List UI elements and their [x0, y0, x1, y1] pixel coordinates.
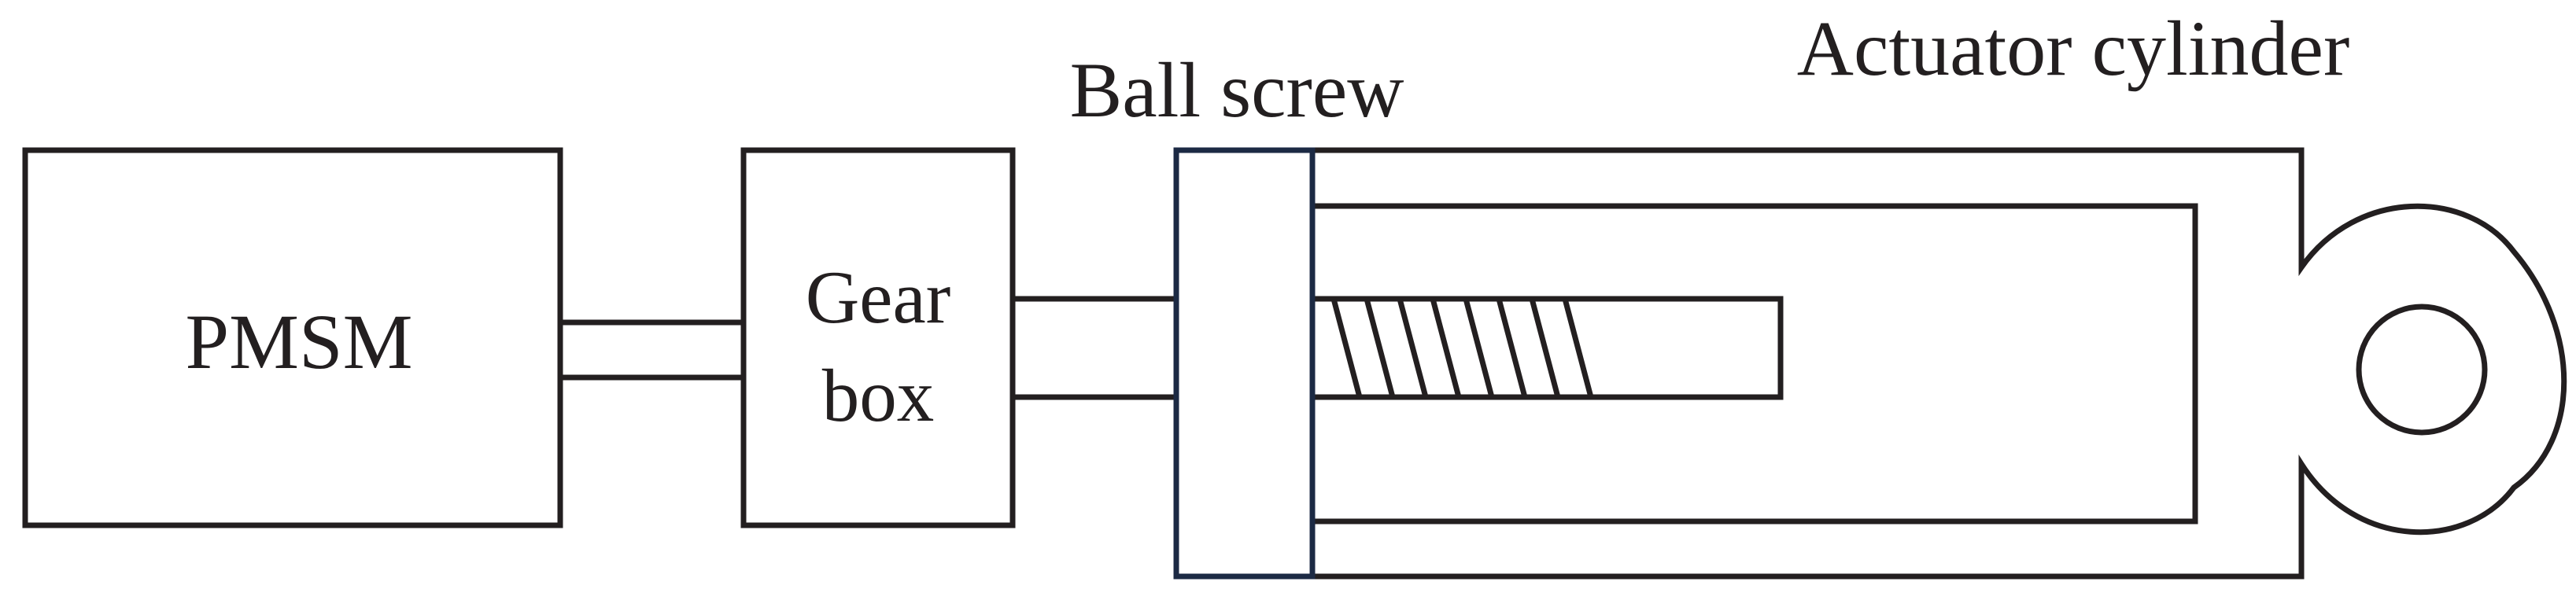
screw-input-shaft	[1013, 296, 1176, 400]
thread-line	[1562, 298, 1594, 398]
thread-line	[1463, 298, 1495, 398]
pmsm-block: PMSM	[22, 147, 563, 528]
gearbox-label-line2: box	[822, 354, 935, 437]
cylinder-inner-bore	[1312, 203, 2198, 525]
gearbox-block: Gear box	[740, 147, 1016, 528]
screw-thread-lines	[1330, 298, 1594, 398]
ball-screw-label: Ball screw	[1070, 46, 1404, 134]
screw-shaft-outline	[1312, 296, 1784, 400]
thread-line	[1397, 298, 1429, 398]
ball-screw-nut	[1173, 147, 1316, 580]
thread-line	[1364, 298, 1396, 398]
pmsm-box	[22, 147, 563, 528]
thread-line	[1430, 298, 1462, 398]
thread-line	[1330, 298, 1363, 398]
actuator-cylinder-label: Actuator cylinder	[1797, 5, 2350, 92]
thread-line	[1529, 298, 1561, 398]
gearbox-label-line1: Gear	[806, 256, 951, 339]
actuator-cylinder	[1176, 147, 2567, 580]
gearbox-box	[740, 147, 1016, 528]
cylinder-outer-shell	[1176, 147, 2567, 580]
clevis-eye-icon	[2356, 304, 2488, 436]
thread-line	[1496, 298, 1528, 398]
ball-screw-shaft	[1312, 296, 1784, 400]
motor-shaft	[560, 319, 744, 381]
pmsm-label: PMSM	[185, 298, 412, 385]
